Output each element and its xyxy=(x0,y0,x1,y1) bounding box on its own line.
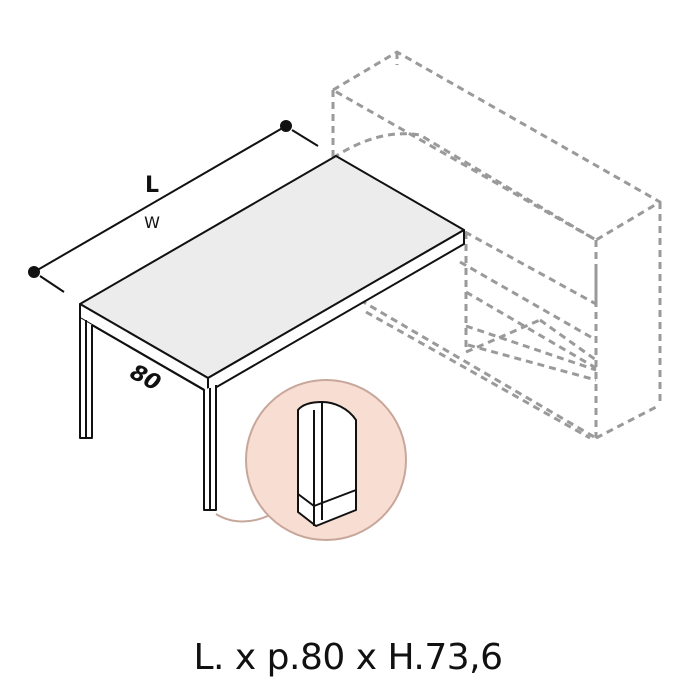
leg-detail-callout xyxy=(215,379,407,541)
length-label: L xyxy=(145,173,159,198)
dimension-endpoint-right xyxy=(280,120,292,132)
dimensions-caption: L. x p.80 x H.73,6 xyxy=(193,637,503,678)
depth-label: 80 xyxy=(126,360,165,396)
dimension-line xyxy=(28,120,319,293)
dashed-cabinet xyxy=(331,50,662,440)
width-label: W xyxy=(144,213,160,232)
callout-pointer xyxy=(215,513,273,523)
dimension-endpoint-left xyxy=(28,266,40,278)
magnified-leg xyxy=(297,401,357,527)
desk xyxy=(79,155,465,511)
